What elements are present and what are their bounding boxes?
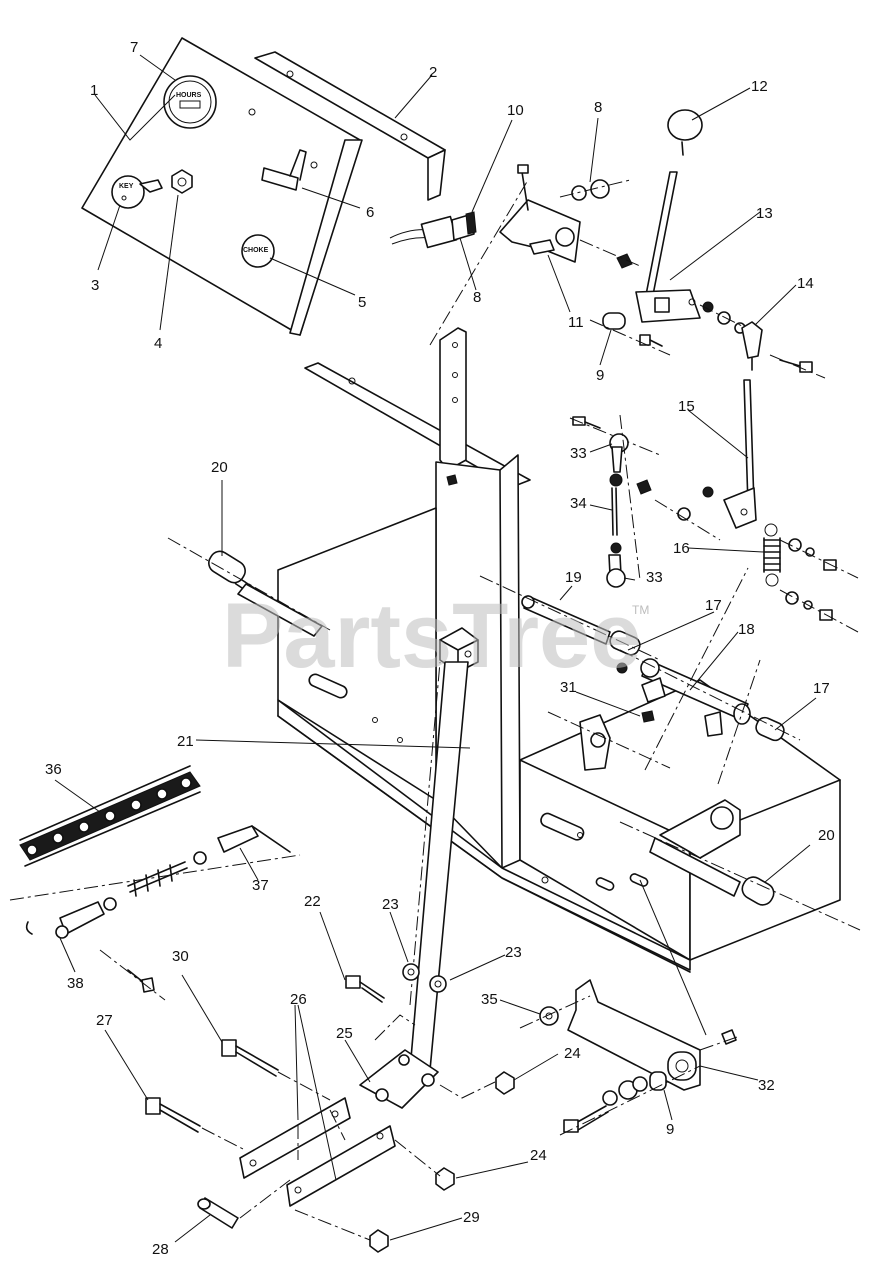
main-frame [277,327,841,973]
callout-9-bottom: 9 [666,1121,674,1138]
clevis-14 [741,321,826,379]
callout-37: 37 [252,877,269,894]
control-rod-15 [723,379,757,529]
callout-26: 26 [290,991,307,1008]
turnbuckle [9,825,301,1001]
callout-12: 12 [751,78,768,95]
svg-text:KEY: KEY [119,183,134,190]
callout-31: 31 [560,679,577,696]
callout-17-top: 17 [705,597,722,614]
callout-24-bottom: 24 [530,1147,547,1164]
callout-27: 27 [96,1012,113,1029]
callout-15: 15 [678,398,695,415]
pedal-arm [345,661,496,1109]
panel-bracket [254,51,446,201]
chain-36 [19,765,201,867]
callout-38: 38 [67,975,84,992]
callout-20-left: 20 [211,459,228,476]
callout-labels: 1 7 2 3 4 5 6 10 8 8 11 12 13 9 14 15 33… [45,39,835,1258]
callout-35: 35 [481,991,498,1008]
adjustable-link [569,414,721,588]
svg-text:TM: TM [632,603,649,617]
callout-19: 19 [565,569,582,586]
callout-18: 18 [738,621,755,638]
svg-text:PartsTree: PartsTree [222,585,641,687]
dash-panel: HOURS KEY CHOKE [81,37,363,336]
spring-16 [763,523,859,633]
callout-17-right: 17 [813,680,830,697]
callout-33-bottom: 33 [646,569,663,586]
callout-5: 5 [358,294,366,311]
callout-7: 7 [130,39,138,56]
bracket-32 [495,979,741,1136]
callout-8-top: 8 [594,99,602,116]
callout-36: 36 [45,761,62,778]
callout-20-right: 20 [818,827,835,844]
callout-11: 11 [568,314,584,331]
callout-22: 22 [304,893,321,910]
callout-21: 21 [177,733,194,750]
callout-4: 4 [154,335,162,352]
svg-text:HOURS: HOURS [176,92,202,99]
ignition-switch-assembly [389,164,631,346]
callout-9-top: 9 [596,367,604,384]
callout-25: 25 [336,1025,353,1042]
callout-1: 1 [90,82,98,99]
watermark: PartsTree TM [222,585,649,687]
leader-lines [54,54,817,1243]
callout-10: 10 [507,102,524,119]
callout-6: 6 [366,204,374,221]
callout-8-bottom: 8 [473,289,481,306]
callout-13: 13 [756,205,773,222]
callout-23-left: 23 [382,896,399,913]
callout-3: 3 [91,277,99,294]
callout-32: 32 [758,1077,775,1094]
callout-24-top: 24 [564,1045,581,1062]
callout-29: 29 [463,1209,480,1226]
svg-text:CHOKE: CHOKE [243,247,269,254]
callout-23-right: 23 [505,944,522,961]
callout-34: 34 [570,495,587,512]
callout-30: 30 [172,948,189,965]
callout-33-top: 33 [570,445,587,462]
callout-14: 14 [797,275,814,292]
callout-16: 16 [673,540,690,557]
shafts [167,537,861,931]
callout-28: 28 [152,1241,169,1258]
callout-2: 2 [429,64,437,81]
